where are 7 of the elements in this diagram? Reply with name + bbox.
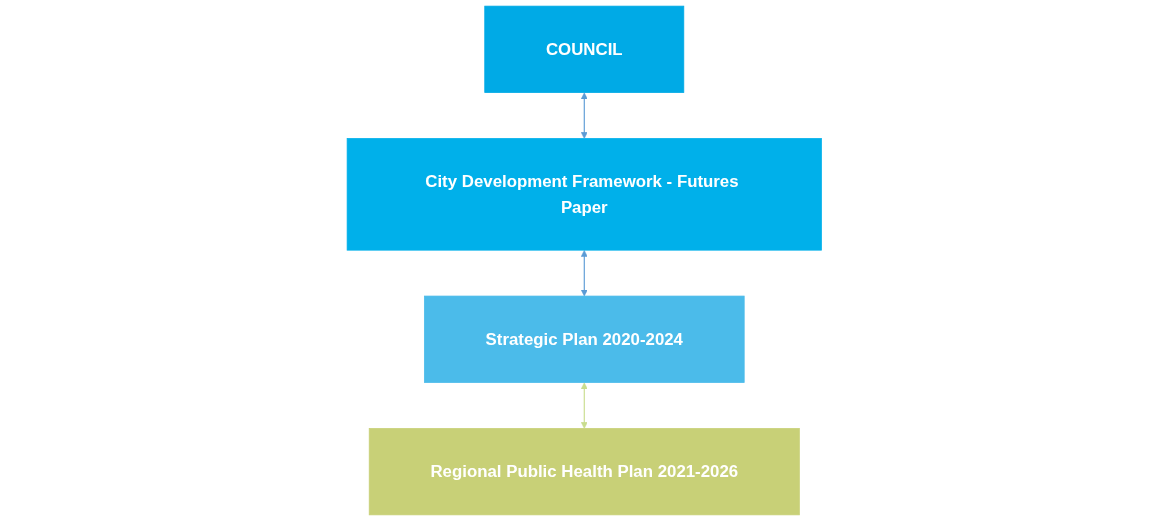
node-box: City Development Framework - Futures Paper — [346, 138, 822, 251]
node-box: COUNCIL — [484, 5, 684, 93]
arrow — [580, 382, 588, 429]
node-box: Strategic Plan 2020-2024 — [423, 295, 745, 383]
arrow — [580, 92, 588, 139]
arrow — [580, 250, 588, 297]
node-box: Regional Public Health Plan 2021-2026 — [368, 428, 800, 516]
